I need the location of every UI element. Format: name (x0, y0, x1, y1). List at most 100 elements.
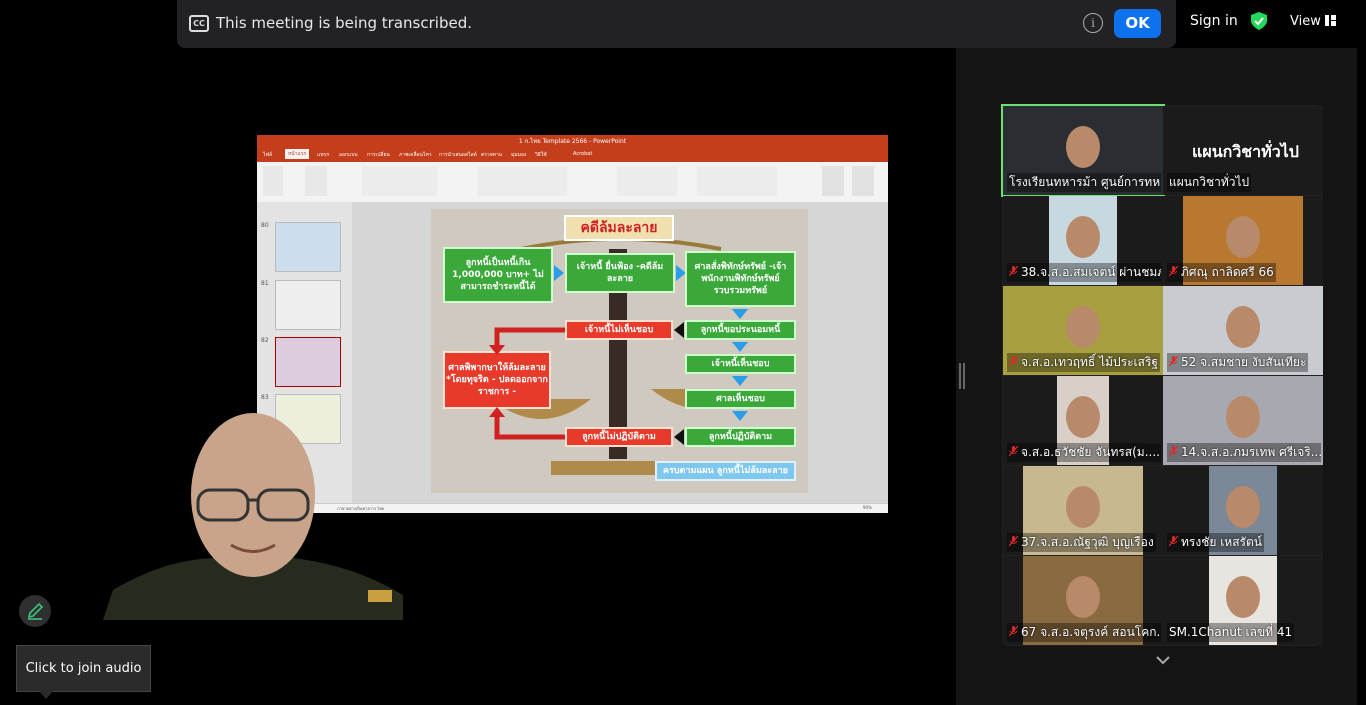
participant-name-label: จ.ส.อ.เทวฤทธิ์ ไม้ประเสริฐ (1007, 353, 1161, 372)
slide-thumbnail[interactable] (275, 280, 341, 330)
flow-box: ลูกหนี้ขอประนอมหนี้ (685, 320, 796, 340)
ppt-title-bar: 1 ก.ไทย Template 2566 - PowerPoint (257, 135, 888, 148)
grid-view-icon[interactable] (1325, 15, 1336, 26)
zoom-level: 90% (863, 505, 872, 510)
participant-tile[interactable]: โรงเรียนทหารม้า ศูนย์การทห... (1001, 104, 1165, 197)
gallery-grid (1002, 105, 1323, 646)
participant-name-label: ภิศณุ ถาลิดศรี 66 (1167, 263, 1276, 282)
arrow-down-icon (732, 342, 748, 352)
shared-screen: 1 ก.ไทย Template 2566 - PowerPoint ไฟล์ ห… (257, 135, 888, 513)
slide-number: 82 (261, 337, 269, 344)
flow-box: ลูกหนี้ปฏิบัติตาม (685, 427, 796, 447)
closed-caption-icon: CC (189, 15, 209, 32)
participant-tile[interactable]: 14.จ.ส.อ.ภมรเทพ ศรีเจริ... (1163, 376, 1323, 465)
participant-video (1023, 556, 1143, 645)
participant-name-text: จ.ส.อ.ธวัชชัย จันทรส(ม.... (1021, 445, 1160, 459)
ppt-tab[interactable]: ออกแบบ (339, 152, 358, 158)
participant-tile[interactable]: จ.ส.อ.ธวัชชัย จันทรส(ม.... (1003, 376, 1163, 465)
participant-name-text: จ.ส.อ.เทวฤทธิ์ ไม้ประเสริฐ (1021, 355, 1159, 369)
participant-video (1163, 286, 1323, 375)
arrow-down-icon (732, 411, 748, 421)
participant-name-label: ทรงชัย เหสรัตน์ (1167, 533, 1264, 552)
participant-face (1066, 215, 1100, 258)
flow-box: ครบตามแผน ลูกหนี้ไม่ล้มละลาย (655, 461, 796, 481)
ppt-tab[interactable]: หน้าแรก (285, 149, 310, 159)
participant-name-text: แผนกวิชาทั่วไป (1169, 175, 1250, 189)
ppt-tab[interactable]: ภาพเคลื่อนไหว (399, 152, 432, 158)
ppt-tab[interactable]: ไฟล์ (263, 152, 273, 158)
flow-box: เจ้าหนี้เห็นชอบ (685, 354, 796, 374)
presenter-video (103, 413, 403, 620)
participant-face (1066, 395, 1100, 438)
info-icon[interactable]: i (1083, 13, 1103, 33)
flow-box: ลูกหนี้ไม่ปฏิบัติตาม (565, 427, 673, 447)
participant-name-label: 37.จ.ส.อ.ณัฐวุฒิ บุญเรือง (1007, 533, 1156, 552)
participant-video (1003, 106, 1163, 195)
participant-face (1066, 575, 1100, 618)
participant-video (1209, 466, 1277, 555)
participant-name-label: 67 จ.ส.อ.จตุรงค์ สอนโคก... (1007, 623, 1161, 642)
slide-title: คดีล้มละลาย (564, 215, 674, 241)
participant-name-label: 14.จ.ส.อ.ภมรเทพ ศรีเจริ... (1167, 443, 1321, 462)
transcription-banner: CC This meeting is being transcribed. i … (177, 0, 1176, 48)
participant-video (1023, 466, 1143, 555)
participant-tile[interactable]: 67 จ.ส.อ.จตุรงค์ สอนโคก... (1003, 556, 1163, 645)
participant-tile[interactable]: จ.ส.อ.เทวฤทธิ์ ไม้ประเสริฐ (1003, 286, 1163, 375)
slide-number: 80 (261, 222, 269, 229)
participant-name-text: 52 จ.สมชาย งับสันเทียะ (1181, 355, 1307, 369)
window-scrollbar[interactable] (1357, 0, 1366, 705)
slide-number: 83 (261, 394, 269, 401)
slide-thumbnail[interactable] (275, 222, 341, 272)
annotate-pencil-button[interactable] (19, 595, 51, 627)
ppt-tab[interactable]: การเปลี่ยน (367, 152, 390, 158)
arrow-down-icon (732, 309, 748, 319)
view-menu-button[interactable]: View (1290, 14, 1321, 29)
panel-resize-handle[interactable] (959, 363, 965, 389)
participant-name-label: 52 จ.สมชาย งับสันเทียะ (1167, 353, 1309, 372)
participant-face (1226, 215, 1260, 258)
sign-in-link[interactable]: Sign in (1190, 13, 1238, 29)
ppt-tab[interactable]: มุมมอง (511, 152, 527, 158)
participant-name-text: โรงเรียนทหารม้า ศูนย์การทห... (1009, 175, 1161, 189)
mic-muted-icon (1169, 266, 1178, 277)
participant-name-text: ภิศณุ ถาลิดศรี 66 (1181, 265, 1274, 279)
mic-muted-icon (1169, 356, 1178, 367)
participant-tile[interactable]: 52 จ.สมชาย งับสันเทียะ (1163, 286, 1323, 375)
participant-name-text: SM.1Chanut เลขที่ 41 (1169, 625, 1293, 639)
participant-tile[interactable]: SM.1Chanut เลขที่ 41 (1163, 556, 1323, 645)
shield-check-icon (1251, 12, 1267, 30)
ppt-tab[interactable]: แทรก (317, 152, 330, 158)
mic-muted-icon (1169, 536, 1178, 547)
arrow-left-icon (674, 322, 684, 338)
mic-muted-icon (1009, 446, 1018, 457)
mic-muted-icon (1009, 626, 1018, 637)
ppt-tab[interactable]: วิธีใช้ (535, 152, 547, 158)
chevron-down-icon[interactable] (1155, 655, 1171, 665)
participant-tile[interactable]: แผนกวิชาทั่วไป (1163, 106, 1323, 195)
flow-box: ศาลสั่งพิทักษ์ทรัพย์ -เจ้าพนักงานพิทักษ์… (685, 251, 796, 307)
ppt-tab[interactable]: ตรวจทาน (481, 152, 503, 158)
active-participant-name: แผนกวิชาทั่วไป (1192, 142, 1299, 161)
ppt-tab[interactable]: Acrobat (573, 151, 593, 157)
mic-muted-icon (1009, 536, 1018, 547)
participant-name-label: SM.1Chanut เลขที่ 41 (1167, 623, 1295, 642)
ppt-tab[interactable]: การนำเสนอสไลด์ (439, 152, 477, 158)
arrow-right-icon (676, 265, 686, 281)
slide-thumbnails[interactable]: 80 81 82 83 (257, 202, 352, 503)
participant-tile[interactable]: 38.จ.ส.อ.สมเจตน์ ผ่านชมภู (1003, 196, 1163, 285)
participant-name-text: 14.จ.ส.อ.ภมรเทพ ศรีเจริ... (1181, 445, 1321, 459)
mic-muted-icon (1009, 356, 1018, 367)
join-audio-tooltip[interactable]: Click to join audio (16, 645, 151, 699)
participant-face (1066, 305, 1100, 348)
slide-thumbnail-selected[interactable] (275, 337, 341, 387)
participant-tile[interactable]: ทรงชัย เหสรัตน์ (1163, 466, 1323, 555)
participant-face (1066, 485, 1100, 528)
participant-name-text: 37.จ.ส.อ.ณัฐวุฒิ บุญเรือง (1021, 535, 1154, 549)
participant-face (1226, 305, 1260, 348)
ok-button[interactable]: OK (1114, 9, 1161, 38)
pencil-icon (27, 602, 44, 620)
ppt-status-bar: ภาษาอย่างเป็นทางการ ไทย 90% (257, 503, 888, 513)
flow-box: ลูกหนี้เป็นหนี้เกิน 1,000,000 บาท+ ไม่สา… (443, 247, 553, 303)
participant-tile[interactable]: 37.จ.ส.อ.ณัฐวุฒิ บุญเรือง (1003, 466, 1163, 555)
participant-tile[interactable]: ภิศณุ ถาลิดศรี 66 (1163, 196, 1323, 285)
